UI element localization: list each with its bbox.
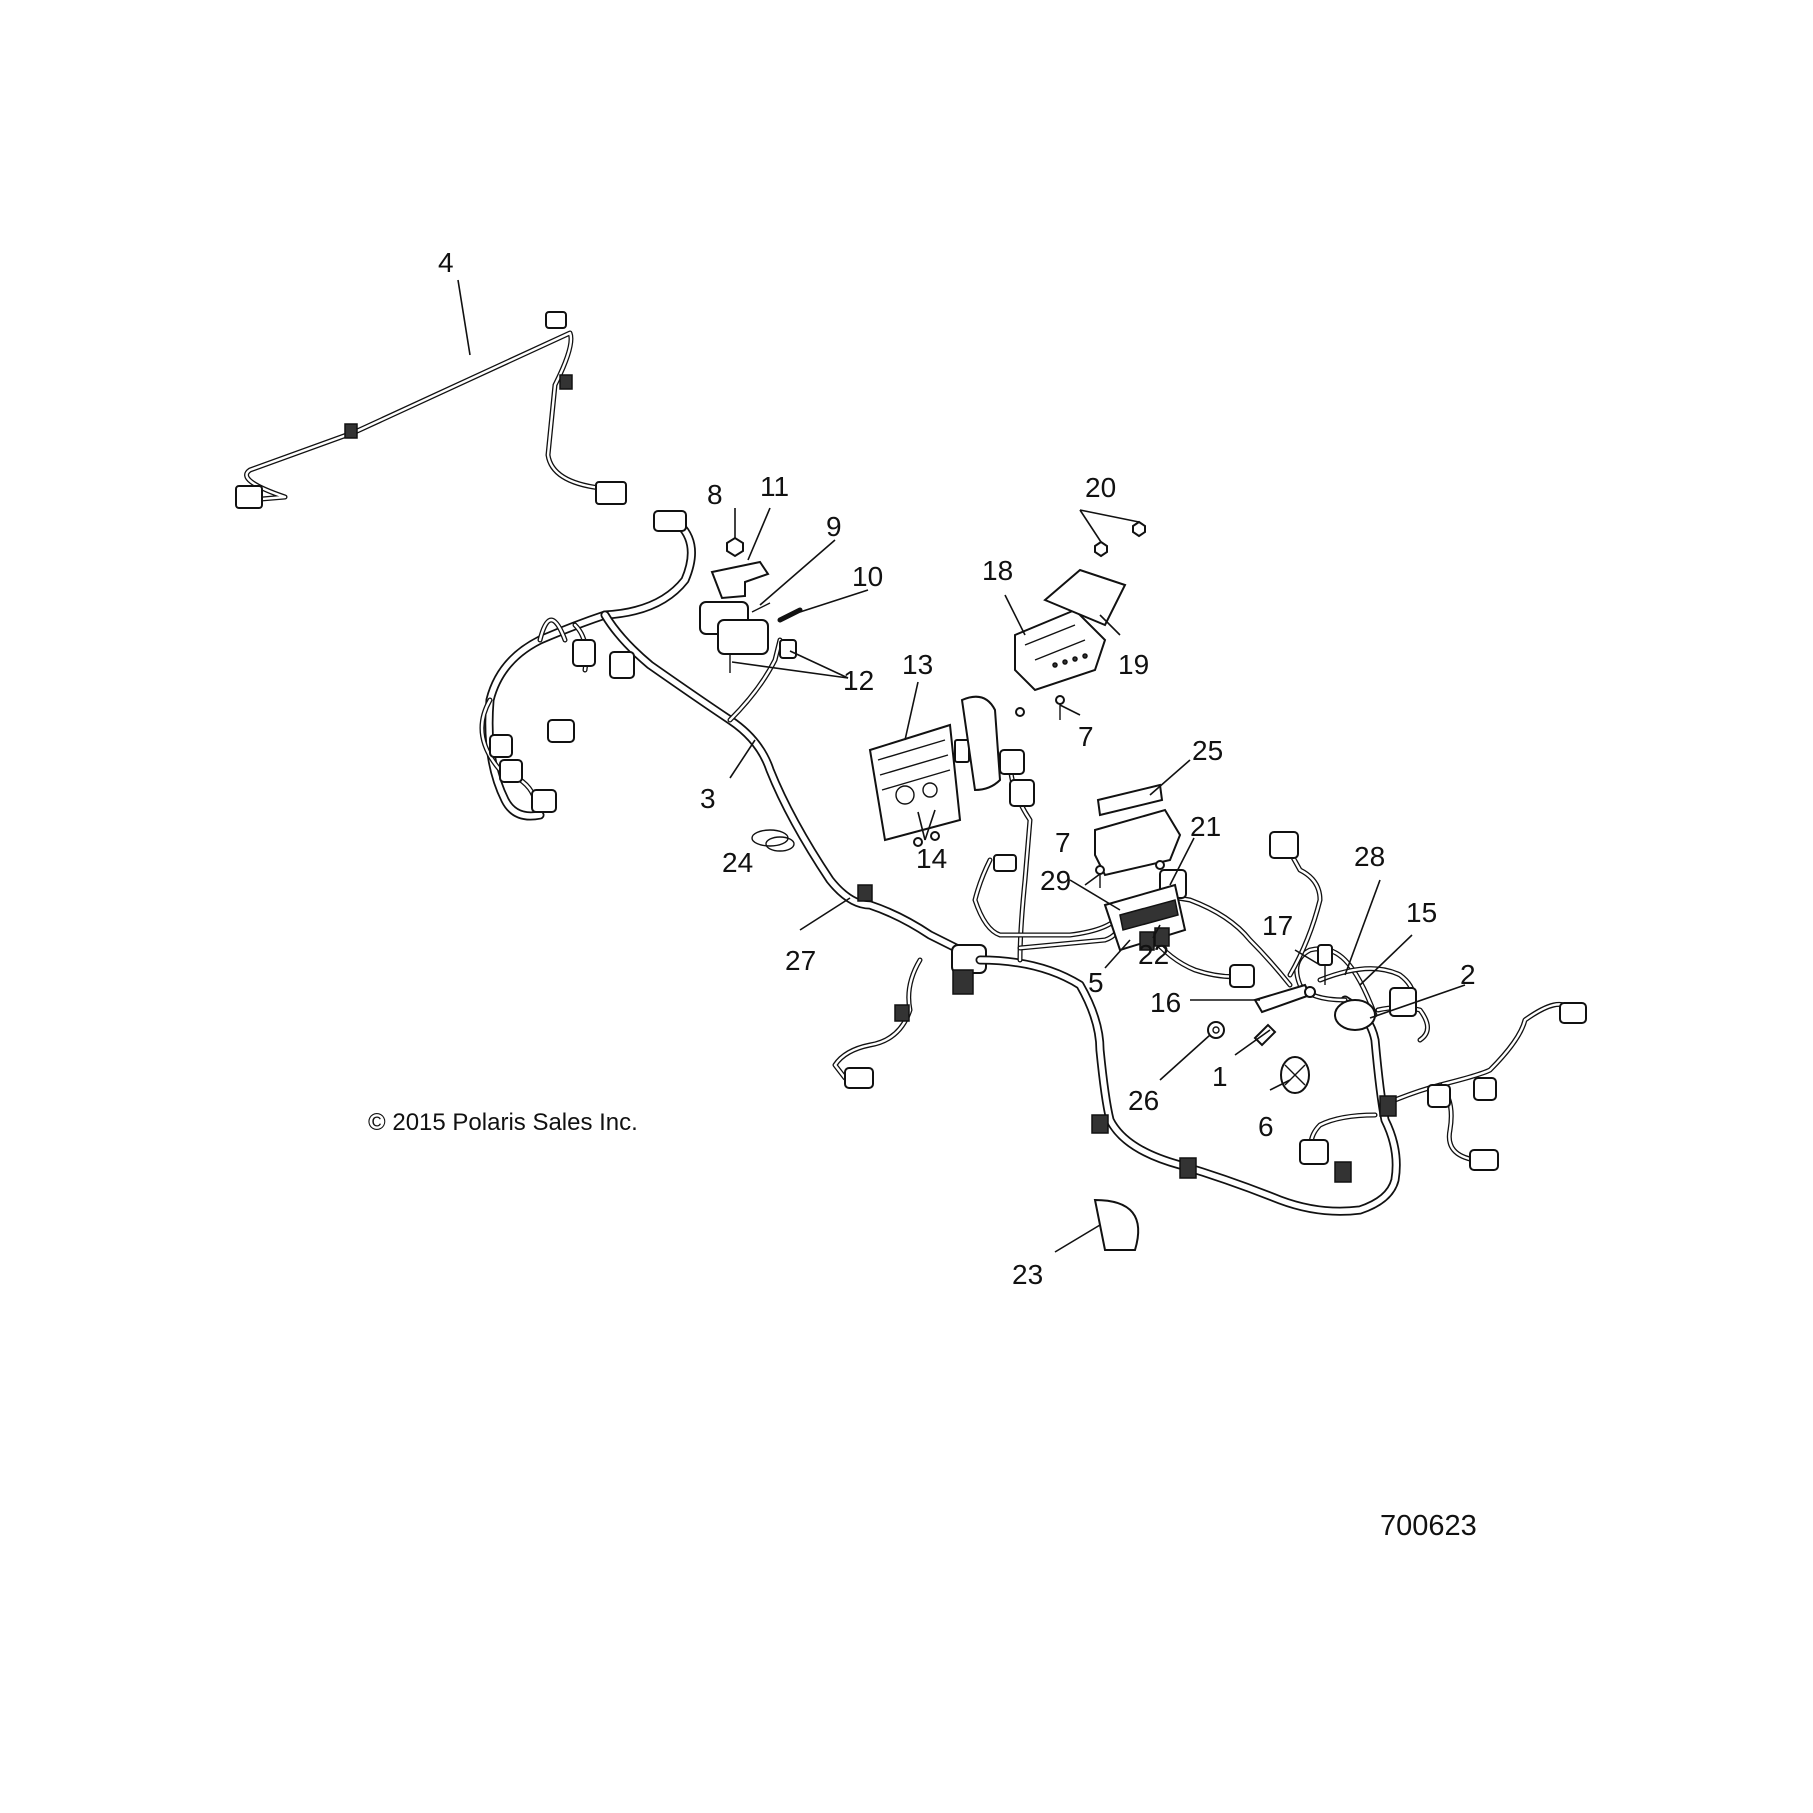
callout-26: 26 [1128, 1085, 1159, 1116]
copyright-notice: © 2015 Polaris Sales Inc. [368, 1109, 638, 1136]
callout-11: 11 [760, 471, 789, 502]
part-16-bracket [1253, 983, 1312, 1014]
part-6-grommet [1280, 1056, 1310, 1094]
connector-icon [531, 789, 557, 813]
connector-icon [653, 510, 687, 532]
callout-1: 1 [1212, 1061, 1228, 1092]
part-19-cover [1043, 568, 1127, 627]
part-20-nuts [1094, 520, 1146, 558]
callout-labels: 4 8 11 9 10 12 3 13 14 24 18 20 19 7 25 … [438, 247, 1476, 1290]
harness-part-4 [235, 311, 627, 509]
connector-icon [993, 854, 1017, 872]
connector-icon [547, 719, 575, 743]
harness-part-5 [972, 749, 1123, 938]
callout-9: 9 [826, 511, 842, 542]
callout-24: 24 [722, 847, 753, 878]
callout-18: 18 [982, 555, 1013, 586]
clip-icon [857, 884, 873, 902]
callout-5: 5 [1088, 967, 1104, 998]
part-21-fuse-block [1103, 883, 1187, 952]
connector-icon [844, 1067, 874, 1089]
connector-icon [1299, 1139, 1329, 1165]
callout-22: 22 [1138, 939, 1169, 970]
callout-17: 17 [1262, 910, 1293, 941]
connector-icon [1009, 779, 1035, 807]
callout-8: 8 [707, 479, 723, 510]
connector-icon [609, 651, 635, 679]
callout-14: 14 [916, 843, 947, 874]
connector-icon [1389, 987, 1417, 1017]
clip-icon [559, 374, 573, 390]
connector-icon [489, 734, 513, 758]
clip-icon [1091, 1114, 1109, 1134]
callout-7a: 7 [1078, 721, 1094, 752]
clip-icon [894, 1004, 910, 1022]
connector-icon [572, 639, 596, 667]
harness-part-2 [975, 757, 1587, 1216]
part-24-cable-tie [751, 829, 795, 852]
callout-4: 4 [438, 247, 454, 278]
connector-icon [1473, 1077, 1497, 1101]
callout-10: 10 [852, 561, 883, 592]
callout-28: 28 [1354, 841, 1385, 872]
connector-icon [595, 481, 627, 505]
callout-20: 20 [1085, 472, 1116, 503]
part-18-fuse-box [1014, 608, 1107, 692]
part-14-screws [913, 831, 940, 847]
callout-15: 15 [1406, 897, 1437, 928]
connector-icon [1269, 831, 1299, 859]
part-8-nut [726, 536, 744, 558]
callout-25: 25 [1192, 735, 1223, 766]
callout-7b: 7 [1055, 827, 1071, 858]
connector-icon [1469, 1149, 1499, 1171]
callout-16: 16 [1150, 987, 1181, 1018]
connector-icon [545, 311, 567, 329]
callout-27: 27 [785, 945, 816, 976]
callout-19: 19 [1118, 649, 1149, 680]
part-11-bracket [710, 560, 770, 600]
part-25-relay-cover [1094, 783, 1182, 877]
part-7-screws-lower [1095, 860, 1165, 888]
connector-icon [1427, 1084, 1451, 1108]
part-1-fuse [1253, 1023, 1277, 1047]
part-13-ecu [868, 695, 1002, 842]
part-26-grommet [1207, 1021, 1225, 1039]
clip-icon [1179, 1157, 1197, 1179]
part-9-ignition-coil [699, 601, 771, 673]
part-10-pin [777, 607, 803, 659]
connector-icon [1229, 964, 1255, 988]
callout-29: 29 [1040, 865, 1071, 896]
callout-23: 23 [1012, 1259, 1043, 1290]
connector-icon [235, 485, 263, 509]
part-23-cover [1093, 1198, 1140, 1251]
connector-icon [499, 759, 523, 783]
harness-part-3 [479, 510, 987, 1089]
figure-number: 700623 [1380, 1510, 1477, 1542]
connector-icon [999, 749, 1025, 775]
connector-icon [952, 969, 974, 995]
part-17-connector [1304, 944, 1333, 998]
clip-icon [1334, 1161, 1352, 1183]
part-7-screws-upper [1015, 695, 1065, 720]
clip-icon [1379, 1095, 1397, 1117]
leader-lines [457, 279, 1466, 1253]
clip-icon [344, 423, 358, 439]
callout-6: 6 [1258, 1111, 1274, 1142]
callout-3: 3 [700, 783, 716, 814]
callout-2: 2 [1460, 959, 1476, 990]
callout-21: 21 [1190, 811, 1221, 842]
callout-12: 12 [843, 665, 874, 696]
connector-icon [1559, 1002, 1587, 1024]
grommet-icon [1334, 999, 1376, 1031]
callout-13: 13 [902, 649, 933, 680]
